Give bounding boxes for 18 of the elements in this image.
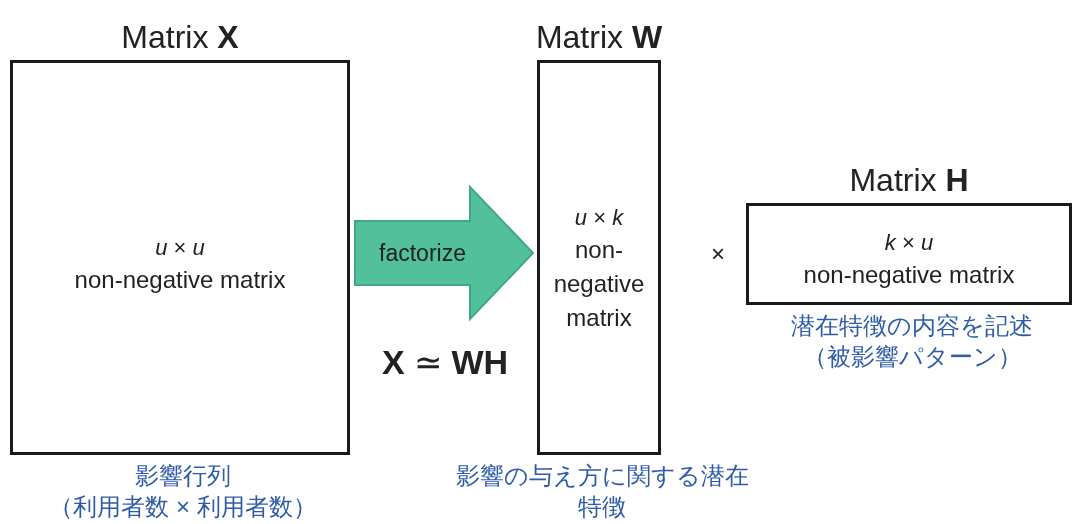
dimension-text: k × u — [884, 229, 934, 257]
matrix-description: non-negative matrix — [553, 235, 645, 333]
edge-label: factorize — [379, 239, 466, 268]
matrix-description: non-negative matrix — [74, 265, 286, 295]
multiply-sign: × — [711, 239, 725, 269]
matrix-title: Matrix W — [535, 18, 663, 57]
annotation-text: 潜在特徴の内容を記述 — [791, 311, 1033, 341]
block-arrow — [354, 184, 535, 322]
equation: X ≃ WH — [381, 342, 509, 383]
annotation-text: （利用者数 × 利用者数） — [49, 492, 317, 522]
matrix-title: Matrix X — [121, 18, 239, 57]
dimension-text: u × k — [574, 204, 624, 232]
dimension-text: u × u — [155, 234, 205, 262]
annotation-text: 影響の与え方に関する潜在特徴 — [454, 461, 750, 522]
matrix-title: Matrix H — [849, 161, 969, 200]
matrix-description: non-negative matrix — [803, 260, 1015, 290]
annotation-text: （被影響パターン） — [802, 342, 1022, 372]
annotation-text: 影響行列 — [135, 461, 231, 491]
